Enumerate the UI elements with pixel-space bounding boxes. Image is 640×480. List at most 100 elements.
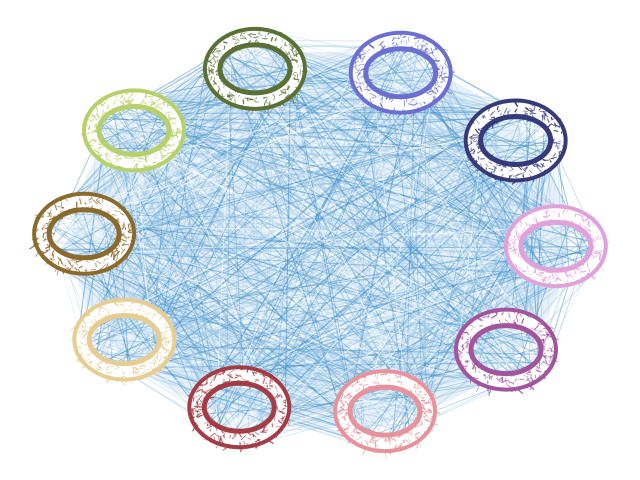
node-mark — [57, 213, 62, 219]
node-mark — [475, 159, 478, 163]
node-mark — [278, 431, 281, 433]
edge — [122, 234, 221, 386]
node-mark — [153, 103, 160, 109]
node-mark — [516, 312, 520, 316]
node-mark — [547, 124, 551, 129]
node-mark — [286, 85, 291, 91]
node-mark — [217, 52, 221, 57]
node-mark — [226, 100, 228, 104]
node-mark — [247, 438, 252, 440]
node-mark — [221, 368, 224, 376]
node-mark — [280, 395, 283, 399]
node-mark — [48, 210, 52, 217]
node-mark — [420, 46, 424, 50]
node-mark — [359, 85, 362, 91]
node-mark — [490, 376, 493, 381]
node-mark — [435, 87, 439, 93]
node-mark — [360, 67, 366, 72]
node-mark — [547, 278, 550, 282]
node-mark — [268, 384, 270, 387]
node-mark — [255, 44, 259, 47]
node-mark — [422, 406, 426, 411]
node-mark — [156, 94, 164, 96]
node-mark — [544, 112, 547, 119]
node-mark — [482, 150, 485, 154]
node-mark — [36, 242, 40, 245]
node-mark — [518, 115, 524, 120]
node-mark — [504, 247, 510, 250]
node-mark — [100, 306, 106, 310]
edge-highlight — [126, 105, 541, 360]
node-mark — [276, 393, 279, 397]
node-mark — [530, 364, 535, 367]
cluster-inner-rim — [86, 313, 162, 367]
node-mark — [247, 39, 252, 44]
node-mark — [86, 132, 90, 135]
node-mark — [151, 356, 157, 362]
node-mark — [192, 415, 195, 420]
node-mark — [164, 111, 172, 114]
node-mark — [118, 221, 120, 224]
node-mark — [121, 224, 126, 230]
edge — [342, 164, 538, 397]
node-mark — [127, 228, 133, 233]
edge — [169, 220, 538, 327]
edge — [268, 280, 563, 387]
node-mark — [479, 325, 483, 327]
node-mark — [526, 229, 533, 232]
node-mark — [431, 80, 433, 84]
node-mark — [521, 318, 525, 325]
node-mark — [567, 222, 574, 228]
node-mark — [508, 312, 511, 319]
node-mark — [250, 442, 254, 447]
node-mark — [419, 34, 426, 36]
node-mark — [337, 408, 344, 413]
node-mark — [73, 261, 79, 266]
node-mark — [241, 35, 246, 39]
node-mark — [419, 102, 424, 108]
node-mark — [479, 163, 484, 170]
edge — [362, 57, 522, 255]
node-mark — [207, 436, 212, 443]
node-mark — [457, 349, 463, 354]
node-mark — [513, 174, 519, 177]
node-mark — [360, 441, 364, 447]
edge-highlight — [69, 94, 241, 199]
node-mark — [103, 317, 106, 320]
node-mark — [125, 379, 129, 383]
node-mark — [216, 59, 220, 63]
node-mark — [105, 98, 108, 102]
node-mark — [263, 43, 270, 47]
node-mark — [252, 433, 255, 438]
node-mark — [340, 386, 344, 391]
node-mark — [247, 432, 252, 436]
node-mark — [368, 44, 375, 50]
node-mark — [549, 354, 555, 359]
node-mark — [476, 149, 484, 154]
node-mark — [473, 381, 476, 384]
node-mark — [118, 300, 122, 304]
node-mark — [579, 270, 583, 274]
node-mark — [577, 213, 584, 218]
node-mark — [215, 426, 218, 432]
node-mark — [105, 358, 108, 360]
node-mark — [223, 45, 226, 50]
node-mark — [350, 434, 355, 438]
node-mark — [104, 362, 108, 365]
edge-highlight — [141, 278, 531, 377]
node-mark — [488, 161, 493, 165]
node-mark — [499, 112, 503, 116]
node-mark — [538, 220, 544, 225]
node-mark — [550, 116, 553, 121]
node-mark — [591, 216, 596, 219]
node-mark — [154, 366, 160, 373]
node-mark — [218, 436, 222, 444]
node-mark — [104, 267, 108, 273]
node-mark — [490, 171, 493, 174]
edge — [150, 175, 502, 322]
node-mark — [461, 331, 468, 334]
node-mark — [413, 383, 417, 389]
node-mark — [454, 352, 459, 355]
node-mark — [243, 429, 248, 433]
node-mark — [262, 429, 269, 432]
